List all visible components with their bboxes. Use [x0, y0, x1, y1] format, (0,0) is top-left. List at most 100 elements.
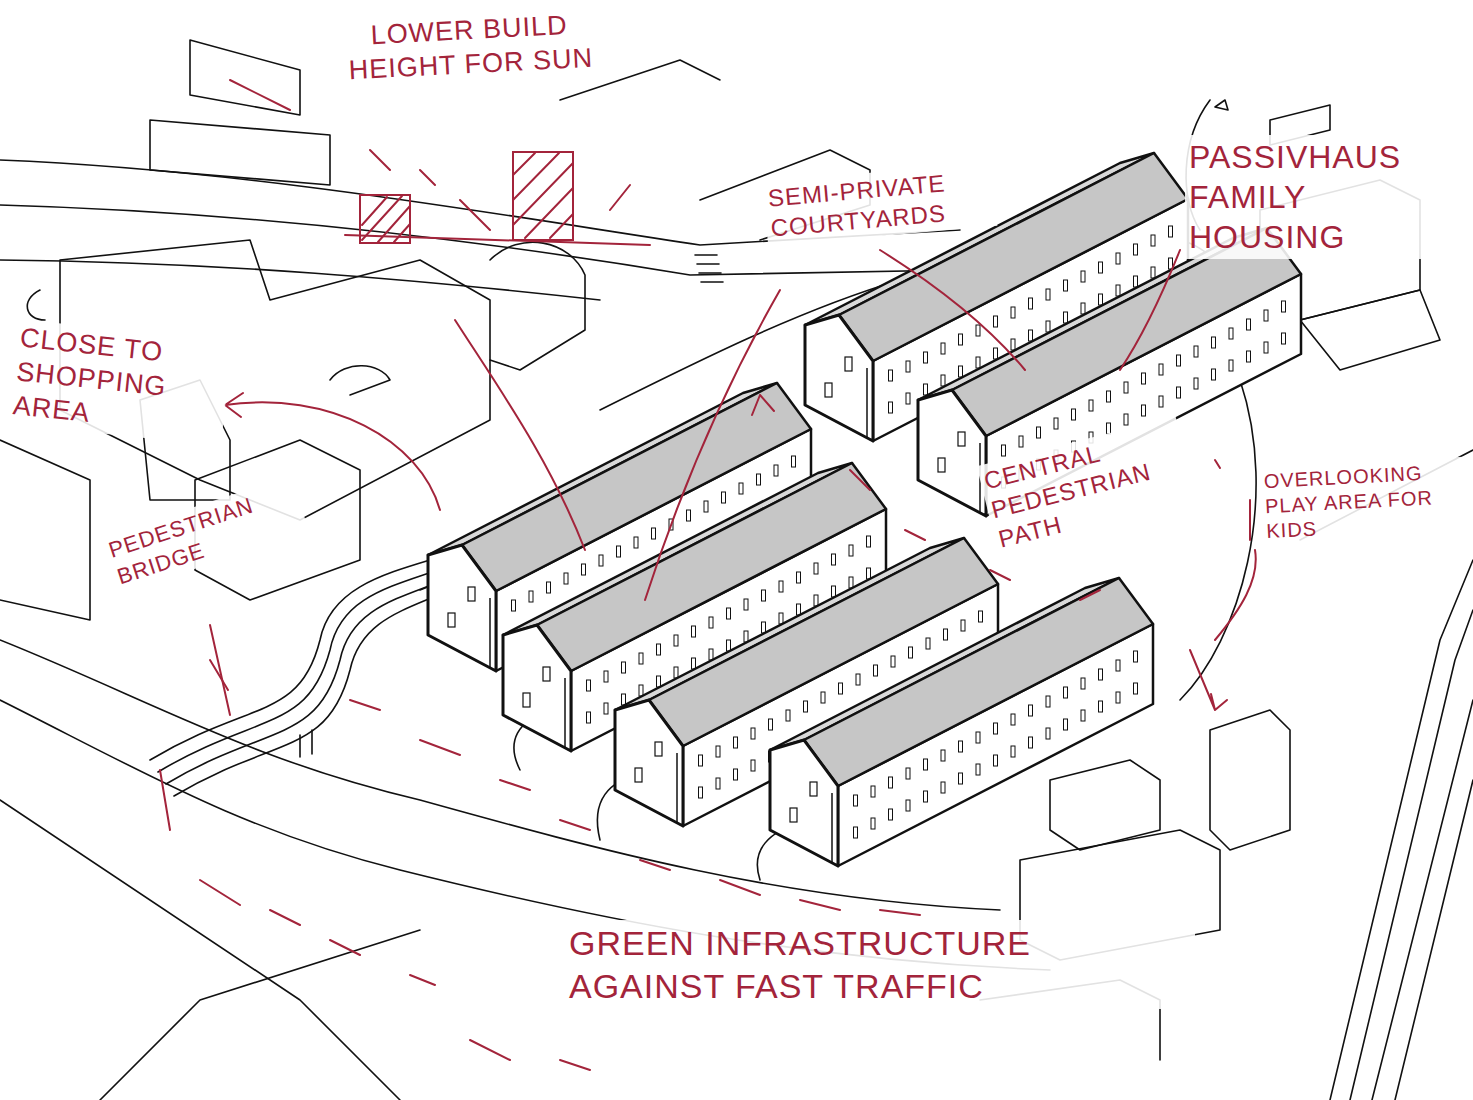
window [849, 577, 853, 588]
window [674, 667, 678, 678]
window [871, 818, 875, 829]
window [543, 667, 550, 681]
annotation-note: SEMI-PRIVATE COURTYARDS [763, 162, 998, 246]
window [1229, 360, 1233, 371]
window [1247, 351, 1251, 362]
window [734, 769, 738, 780]
window [1159, 396, 1163, 407]
window [1002, 445, 1006, 456]
window [692, 658, 696, 669]
window [1134, 276, 1138, 287]
gable-end [770, 740, 838, 866]
window [1177, 387, 1181, 398]
window [976, 732, 980, 743]
window [797, 572, 801, 583]
window [727, 608, 731, 619]
window [1046, 728, 1050, 739]
context-linework [0, 40, 1473, 1100]
window [547, 582, 551, 593]
window [976, 764, 980, 775]
window [687, 510, 691, 521]
window [657, 644, 661, 655]
annotation-note: PASSIVHAUS FAMILY HOUSING [1185, 135, 1455, 259]
window [1011, 714, 1015, 725]
window [1134, 651, 1138, 662]
window [751, 760, 755, 771]
window [634, 537, 638, 548]
roof-slope [804, 578, 1153, 786]
window [779, 613, 783, 624]
window [871, 786, 875, 797]
window [976, 357, 980, 368]
housing-blocks [428, 153, 1301, 866]
window [1282, 333, 1286, 344]
window [674, 635, 678, 646]
window [744, 631, 748, 642]
window [849, 545, 853, 556]
window [979, 611, 983, 622]
window [1054, 418, 1058, 429]
window [727, 640, 731, 651]
window [751, 728, 755, 739]
window [1029, 737, 1033, 748]
window [909, 647, 913, 658]
window [762, 622, 766, 633]
window [1089, 400, 1093, 411]
window [587, 680, 591, 691]
window [959, 366, 963, 377]
window [757, 474, 761, 485]
window [797, 604, 801, 615]
window [959, 741, 963, 752]
window [994, 316, 998, 327]
window [564, 573, 568, 584]
window [1116, 253, 1120, 264]
window [906, 393, 910, 404]
window [709, 617, 713, 628]
bay-line [866, 368, 868, 438]
window [854, 827, 858, 838]
window [1099, 262, 1103, 273]
window [692, 626, 696, 637]
window [854, 795, 858, 806]
window [1046, 321, 1050, 332]
window [941, 375, 945, 386]
window [1029, 298, 1033, 309]
window [790, 808, 797, 822]
window [1159, 364, 1163, 375]
window [1081, 271, 1085, 282]
window [779, 581, 783, 592]
window [622, 694, 626, 705]
window [1142, 373, 1146, 384]
window [1099, 294, 1103, 305]
window [1046, 289, 1050, 300]
gable-end [918, 390, 986, 516]
window [994, 755, 998, 766]
window [1264, 342, 1268, 353]
window [617, 546, 621, 557]
window [786, 710, 790, 721]
window [924, 759, 928, 770]
window [1124, 382, 1128, 393]
window [722, 492, 726, 503]
window [924, 384, 928, 395]
window [1064, 312, 1068, 323]
window [1194, 378, 1198, 389]
window [1134, 244, 1138, 255]
window [926, 638, 930, 649]
window [1116, 692, 1120, 703]
window [924, 352, 928, 363]
annotation-note: GREEN INFRASTRUCTURE AGAINST FAST TRAFFI… [565, 920, 1195, 1009]
window [716, 778, 720, 789]
window [889, 777, 893, 788]
window [709, 649, 713, 660]
window [941, 343, 945, 354]
window [941, 782, 945, 793]
gable-end [428, 545, 496, 671]
window [1081, 678, 1085, 689]
window [924, 791, 928, 802]
window [1151, 267, 1155, 278]
window [1151, 235, 1155, 246]
window [652, 528, 656, 539]
window [739, 483, 743, 494]
window [941, 750, 945, 761]
